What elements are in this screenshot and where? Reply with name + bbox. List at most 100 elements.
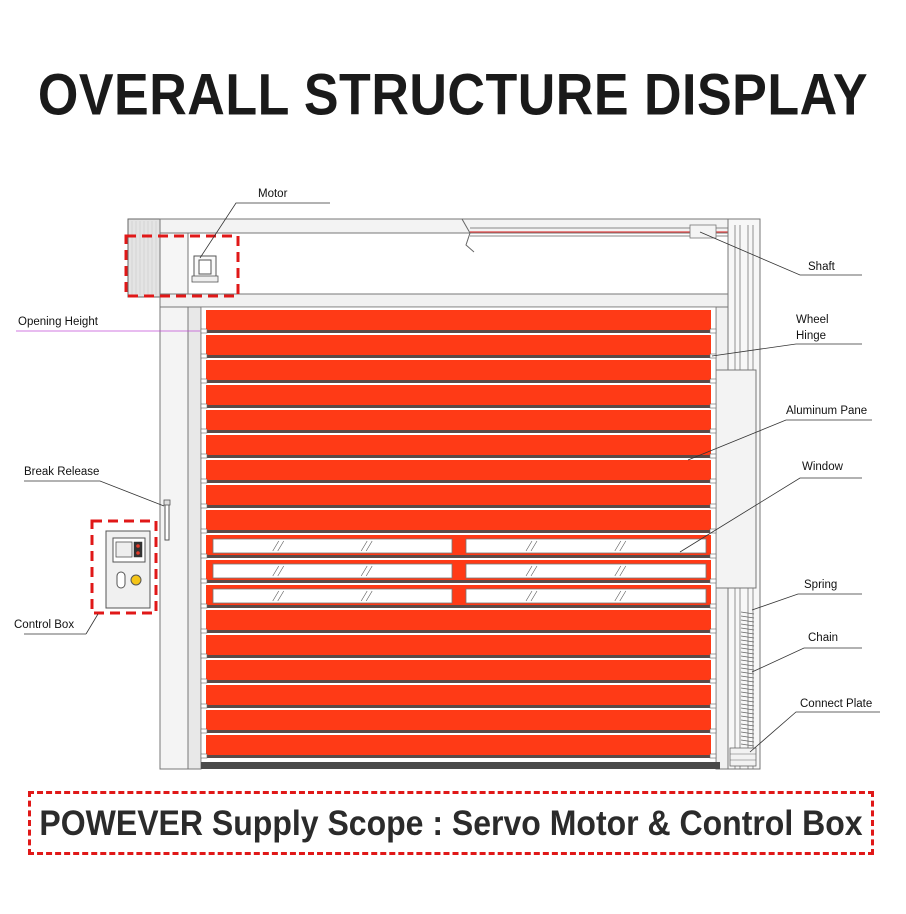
label-aluminum-pane: Aluminum Pane <box>786 405 867 417</box>
hinge-stub <box>709 603 717 609</box>
spring-coil <box>740 731 755 735</box>
spring-coil <box>740 643 755 647</box>
window-glare <box>614 565 622 577</box>
window-glare <box>525 540 533 552</box>
aluminum-pane-slat <box>206 385 711 408</box>
window-glare <box>277 590 285 602</box>
slat-joint <box>206 530 711 533</box>
slat-joint <box>206 430 711 433</box>
window-glare <box>525 590 533 602</box>
top-frame <box>159 218 761 308</box>
hinge-stub <box>200 528 208 534</box>
hinge-stub <box>200 628 208 634</box>
window-pane <box>465 588 707 604</box>
label-hinge: Hinge <box>796 330 826 342</box>
supply-scope-text: POWEVER Supply Scope : Servo Motor & Con… <box>39 802 863 843</box>
slat-joint <box>206 555 711 558</box>
spring-coil <box>740 659 755 663</box>
hinge-stub <box>709 703 717 709</box>
slat-joint <box>206 755 711 758</box>
aluminum-pane-slat <box>206 410 711 433</box>
window-glare <box>530 565 538 577</box>
spring-coil <box>740 655 755 659</box>
aluminum-pane-slat <box>206 635 711 658</box>
label-control-box: Control Box <box>14 619 74 631</box>
label-shaft: Shaft <box>808 261 836 273</box>
hinge-stub <box>709 753 717 759</box>
aluminum-pane-slat <box>206 460 711 483</box>
slat-joint <box>206 505 711 508</box>
hinge-stub <box>200 403 208 409</box>
hinge-stub <box>709 578 717 584</box>
label-opening-height: Opening Height <box>18 316 99 328</box>
window-glare <box>525 565 533 577</box>
spring <box>740 611 755 747</box>
slat-joint <box>206 405 711 408</box>
slat-joint <box>206 730 711 733</box>
label-connect-plate: Connect Plate <box>800 698 872 710</box>
spring-coil <box>740 715 755 719</box>
slat-joint <box>206 455 711 458</box>
slat-joint <box>206 380 711 383</box>
shaft <box>470 224 740 239</box>
hinge-stub <box>200 503 208 509</box>
window-glare <box>530 590 538 602</box>
window-glare <box>365 590 373 602</box>
window-glare <box>277 565 285 577</box>
slat-joint <box>206 480 711 483</box>
window-glare <box>277 540 285 552</box>
spring-coil <box>740 723 755 727</box>
hinge-stub <box>200 328 208 334</box>
hinge-stub <box>200 678 208 684</box>
spring-coil <box>740 695 755 699</box>
hinge-stub <box>709 403 717 409</box>
window-pane <box>212 538 453 554</box>
window-glare <box>619 590 627 602</box>
hinge-stub <box>200 378 208 384</box>
window-glare <box>360 540 368 552</box>
slat-joint <box>206 655 711 658</box>
hinge-stub <box>200 703 208 709</box>
spring-coil <box>740 671 755 675</box>
spring-coil <box>740 611 755 615</box>
spring-coil <box>740 623 755 627</box>
label-chain: Chain <box>808 632 838 644</box>
hinge-stub <box>709 653 717 659</box>
spring-coil <box>740 679 755 683</box>
spring-coil <box>740 719 755 723</box>
slat-joint <box>206 705 711 708</box>
spring-coil <box>740 711 755 715</box>
label-wheel: Wheel <box>796 314 829 326</box>
aluminum-pane-slat <box>206 335 711 358</box>
hinge-stub <box>709 328 717 334</box>
hinge-stub <box>200 453 208 459</box>
hinge-stub <box>709 553 717 559</box>
window-glare <box>614 540 622 552</box>
spring-coil <box>740 663 755 667</box>
bottom-bar <box>201 762 720 769</box>
slat-joint <box>206 330 711 333</box>
spring-coil <box>740 703 755 707</box>
hinge-stub <box>200 353 208 359</box>
spring-coil <box>740 691 755 695</box>
aluminum-pane-slat <box>206 685 711 708</box>
window-glare <box>360 590 368 602</box>
slat-joint <box>206 580 711 583</box>
motor-unit <box>191 255 219 283</box>
aluminum-pane-slat <box>206 710 711 733</box>
slat-joint <box>206 680 711 683</box>
aluminum-pane-slat <box>206 660 711 683</box>
motor-highlight-box <box>124 234 240 298</box>
window-glare <box>272 590 280 602</box>
connect-plate-hardware <box>729 747 757 767</box>
aluminum-pane-slat <box>206 510 711 533</box>
hinge-stub <box>200 603 208 609</box>
spring-coil <box>740 647 755 651</box>
spring-coil <box>740 615 755 619</box>
slat-joint <box>206 605 711 608</box>
hinge-stub <box>200 753 208 759</box>
label-break-release: Break Release <box>24 466 99 478</box>
spring-coil <box>740 739 755 743</box>
door-curtain <box>200 306 717 764</box>
